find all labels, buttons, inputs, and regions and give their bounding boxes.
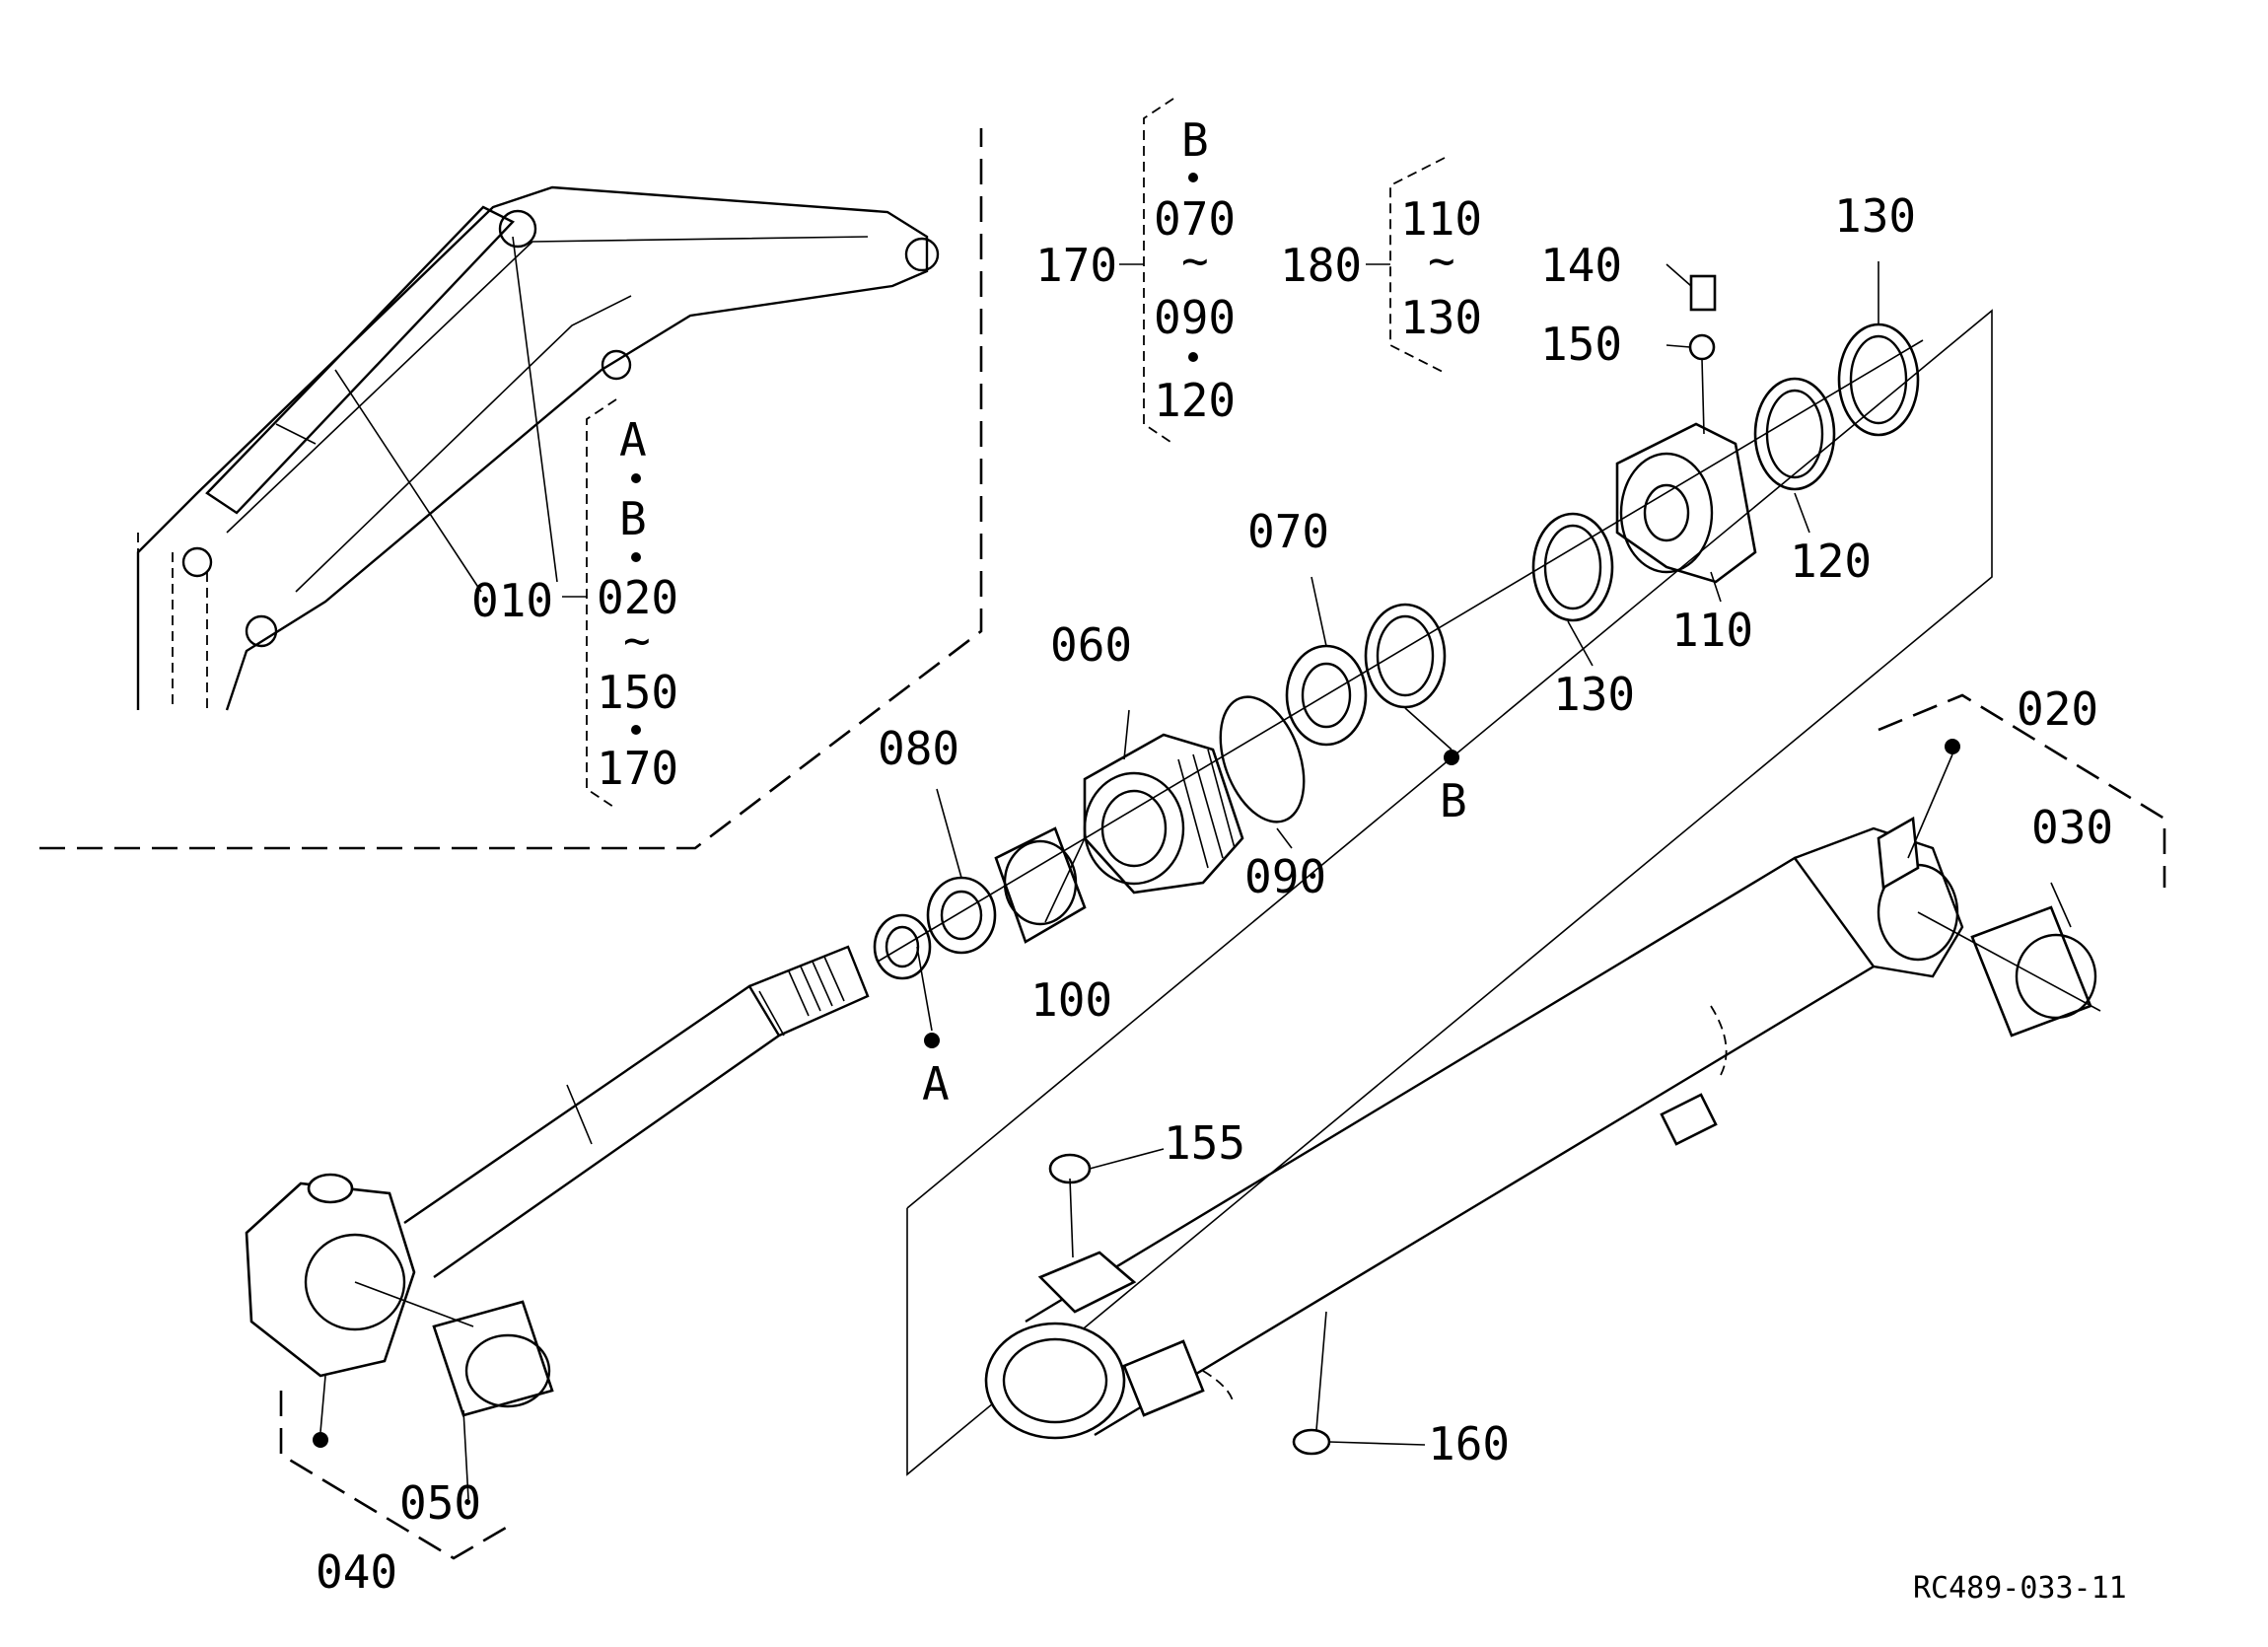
svg-text:~: ~ bbox=[1181, 234, 1209, 287]
label-010: 010 bbox=[471, 574, 553, 627]
svg-text:~: ~ bbox=[1428, 234, 1455, 287]
group-170-text: B 070 ~ 090 120 bbox=[1154, 113, 1236, 427]
label-120: 120 bbox=[1790, 535, 1872, 588]
svg-text:020: 020 bbox=[597, 571, 678, 624]
dot-040 bbox=[313, 1432, 328, 1448]
svg-text:130: 130 bbox=[1400, 291, 1482, 344]
label-130b: 130 bbox=[1834, 189, 1916, 243]
label-180: 180 bbox=[1280, 239, 1362, 292]
piston-rod bbox=[245, 945, 870, 1417]
group-010-text: A B 020 ~ 150 170 bbox=[597, 413, 678, 795]
label-mark-A: A bbox=[922, 1057, 950, 1110]
label-040: 040 bbox=[316, 1545, 397, 1599]
cylinder-tube bbox=[906, 309, 2101, 1476]
boom-overview bbox=[39, 128, 983, 850]
bracket-020 bbox=[1878, 693, 2166, 888]
group-180 bbox=[1366, 157, 1446, 374]
group-170 bbox=[1119, 98, 1198, 445]
bracket-040 bbox=[279, 1391, 514, 1560]
label-080: 080 bbox=[878, 722, 959, 775]
svg-text:B: B bbox=[1181, 113, 1209, 167]
drawing-id: RC489-033-11 bbox=[1913, 1571, 2127, 1606]
label-130a: 130 bbox=[1553, 668, 1635, 721]
svg-text:090: 090 bbox=[1154, 291, 1236, 344]
label-050: 050 bbox=[399, 1476, 481, 1530]
label-170: 170 bbox=[1035, 239, 1117, 292]
dot-B bbox=[1444, 750, 1459, 765]
label-100: 100 bbox=[1030, 973, 1112, 1027]
svg-text:B: B bbox=[619, 492, 647, 545]
group-010 bbox=[562, 398, 641, 810]
dot-A bbox=[924, 1033, 940, 1048]
label-090: 090 bbox=[1244, 850, 1326, 903]
svg-text:170: 170 bbox=[597, 742, 678, 795]
label-030: 030 bbox=[2031, 801, 2113, 854]
label-155: 155 bbox=[1164, 1116, 1245, 1170]
seal-parts bbox=[873, 274, 1924, 980]
label-110: 110 bbox=[1671, 604, 1753, 657]
svg-text:~: ~ bbox=[623, 613, 651, 667]
label-060: 060 bbox=[1050, 618, 1132, 672]
svg-text:A: A bbox=[619, 413, 647, 466]
leader-lines bbox=[319, 261, 2072, 1500]
group-180-text: 110 ~ 130 bbox=[1400, 192, 1482, 344]
label-150: 150 bbox=[1540, 318, 1622, 371]
svg-text:120: 120 bbox=[1154, 374, 1236, 427]
label-020: 020 bbox=[2017, 682, 2098, 736]
dot-020 bbox=[1945, 739, 1960, 754]
label-160: 160 bbox=[1428, 1417, 1510, 1470]
part-labels: 010 020 030 040 050 060 070 080 090 100 … bbox=[316, 189, 2113, 1599]
svg-text:070: 070 bbox=[1154, 192, 1236, 246]
label-mark-B: B bbox=[1440, 774, 1467, 827]
svg-text:110: 110 bbox=[1400, 192, 1482, 246]
svg-text:150: 150 bbox=[597, 666, 678, 719]
label-070: 070 bbox=[1247, 505, 1329, 558]
label-140: 140 bbox=[1540, 239, 1622, 292]
